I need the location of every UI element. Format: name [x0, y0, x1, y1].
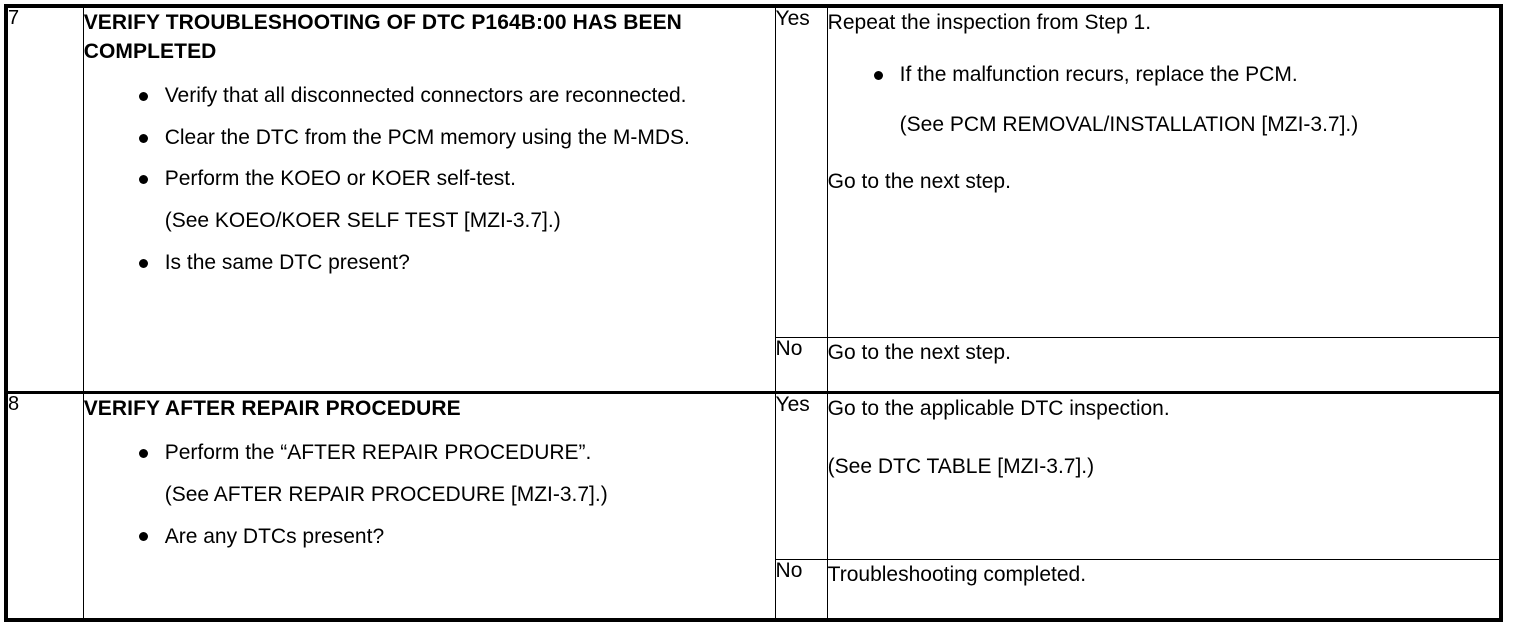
- action-text: Troubleshooting completed.: [827, 563, 1087, 587]
- bullet-dot-icon: [138, 532, 148, 542]
- list-item-note: (See KOEO/KOER SELF TEST [MZI-3.7].): [84, 206, 775, 236]
- list-item: If the malfunction recurs, replace the P…: [828, 60, 1499, 90]
- bullet-dot-icon: [138, 258, 148, 268]
- inspection-list-7: Verify that all disconnected connectors …: [84, 81, 775, 278]
- table-row-step-7-yes: 7 VERIFY TROUBLESHOOTING OF DTC P164B:00…: [5, 6, 1502, 394]
- list-item-text: If the malfunction recurs, replace the P…: [899, 62, 1298, 86]
- list-item: Perform the “AFTER REPAIR PROCEDURE”.: [84, 438, 775, 468]
- result-label-7-yes: Yes: [774, 6, 828, 339]
- table-row-step-8-yes: 8 VERIFY AFTER REPAIR PROCEDURE Perform …: [5, 391, 1502, 621]
- list-item-text: (See KOEO/KOER SELF TEST [MZI-3.7].): [164, 209, 561, 233]
- bullet-dot-icon: [138, 133, 148, 143]
- step-number-cell-8: 8: [5, 391, 84, 621]
- list-item: Is the same DTC present?: [84, 248, 775, 278]
- action-note: (See DTC TABLE [MZI-3.7].): [827, 455, 1095, 479]
- list-item-note: (See AFTER REPAIR PROCEDURE [MZI-3.7].): [84, 480, 775, 510]
- step-number-cell-7: 7: [5, 6, 84, 394]
- action-text: Repeat the inspection from Step 1.: [827, 11, 1152, 34]
- result-label-7-no: No: [774, 337, 828, 394]
- list-item-text: (See PCM REMOVAL/INSTALLATION [MZI-3.7].…: [899, 112, 1359, 136]
- result-label-8-no: No: [774, 559, 828, 621]
- step-heading-7: VERIFY TROUBLESHOOTING OF DTC P164B:00 H…: [83, 11, 682, 64]
- bullet-dot-icon: [138, 91, 148, 101]
- action-text: Go to the next step.: [827, 341, 1011, 365]
- table-row-step-7-no: No Go to the next step.: [6, 337, 1502, 394]
- bullet-dot-icon: [873, 70, 883, 80]
- dtc-troubleshooting-table: 7 VERIFY TROUBLESHOOTING OF DTC P164B:00…: [4, 4, 1503, 622]
- list-item: Verify that all disconnected connectors …: [84, 81, 775, 111]
- list-item-note: (See PCM REMOVAL/INSTALLATION [MZI-3.7].…: [828, 110, 1499, 140]
- list-item-text: Are any DTCs present?: [164, 524, 385, 548]
- list-item-text: Verify that all disconnected connectors …: [164, 83, 687, 107]
- list-item: Are any DTCs present?: [84, 522, 775, 552]
- list-item-text: Is the same DTC present?: [164, 251, 410, 275]
- list-item-text: Clear the DTC from the PCM memory using …: [164, 125, 690, 149]
- action-list-7-yes: If the malfunction recurs, replace the P…: [828, 60, 1499, 140]
- action-text: Go to the applicable DTC inspection.: [827, 397, 1170, 421]
- action-cell-8-yes: Go to the applicable DTC inspection. (Se…: [826, 391, 1502, 561]
- result-label-8-yes: Yes: [774, 391, 828, 561]
- bullet-dot-icon: [138, 175, 148, 185]
- list-item: Clear the DTC from the PCM memory using …: [84, 123, 775, 153]
- inspection-cell-8: VERIFY AFTER REPAIR PROCEDURE Perform th…: [82, 391, 776, 621]
- list-item-text: (See AFTER REPAIR PROCEDURE [MZI-3.7].): [164, 482, 608, 506]
- list-item: Perform the KOEO or KOER self-test.: [84, 164, 775, 194]
- inspection-cell-7: VERIFY TROUBLESHOOTING OF DTC P164B:00 H…: [82, 6, 776, 394]
- bullet-dot-icon: [138, 448, 148, 458]
- step-heading-8: VERIFY AFTER REPAIR PROCEDURE: [83, 397, 461, 421]
- action-cell-7-yes: Repeat the inspection from Step 1. If th…: [826, 6, 1502, 339]
- action-cell-8-no: Troubleshooting completed.: [826, 559, 1502, 621]
- table-row-step-8-no: No Troubleshooting completed.: [6, 559, 1502, 621]
- list-item-text: Perform the “AFTER REPAIR PROCEDURE”.: [164, 440, 592, 464]
- action-text: Go to the next step.: [827, 170, 1011, 194]
- list-item-text: Perform the KOEO or KOER self-test.: [164, 167, 516, 191]
- inspection-list-8: Perform the “AFTER REPAIR PROCEDURE”. (S…: [84, 438, 775, 551]
- action-cell-7-no: Go to the next step.: [826, 337, 1502, 394]
